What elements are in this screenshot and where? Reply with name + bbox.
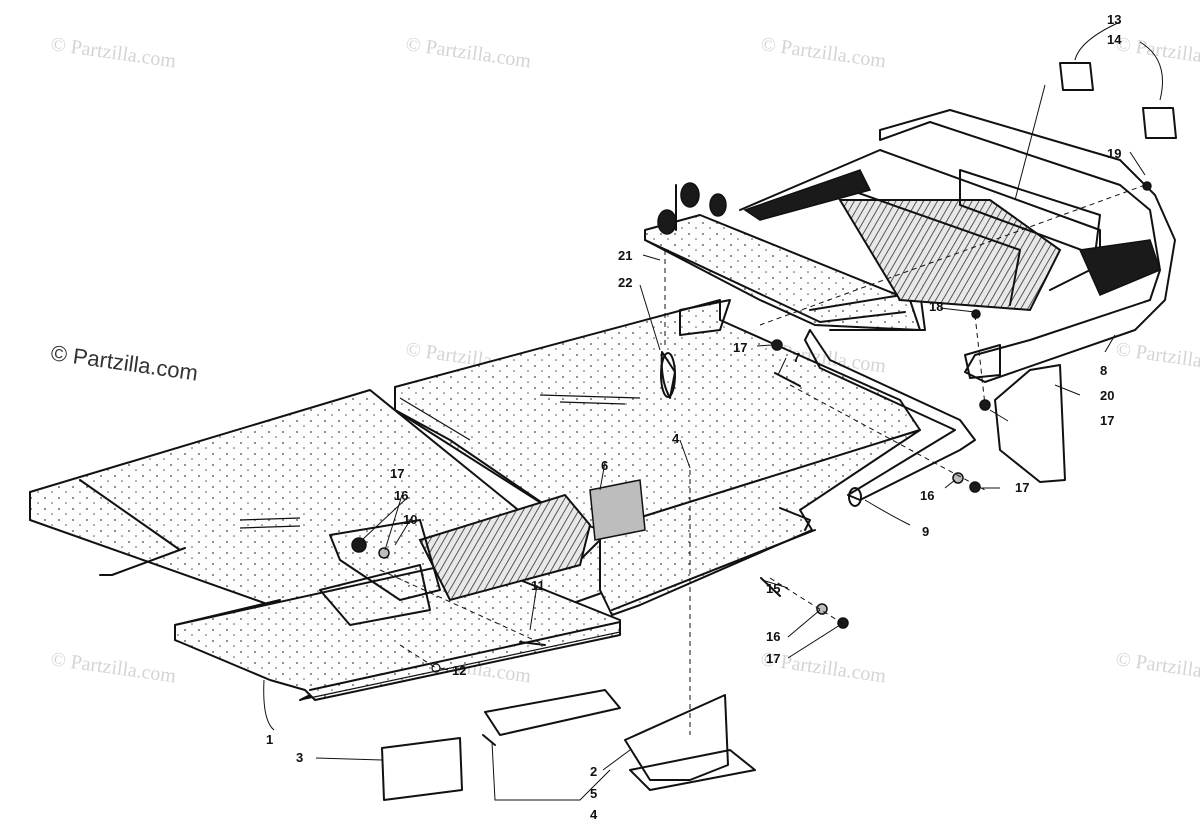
watermark: © Partzilla.com (1114, 33, 1200, 72)
callout-5: 5 (590, 786, 597, 801)
callout-17: 17 (766, 651, 780, 666)
callout-17: 17 (1015, 480, 1029, 495)
callout-10: 10 (403, 512, 417, 527)
callout-8: 8 (1100, 363, 1107, 378)
small-parts (351, 62, 1177, 801)
callout-3: 3 (296, 750, 303, 765)
callouts: 1 2 3 4 4 5 6 7 8 9 10 11 12 13 14 15 16… (266, 12, 1122, 822)
callout-15: 15 (766, 581, 780, 596)
callout-22: 22 (618, 275, 632, 290)
callout-18: 18 (929, 299, 943, 314)
callout-13: 13 (1107, 12, 1121, 27)
reflector-13 (1059, 62, 1094, 91)
callout-16: 16 (766, 629, 780, 644)
callout-19: 19 (1107, 146, 1121, 161)
callout-16: 16 (394, 488, 408, 503)
callout-20: 20 (1100, 388, 1114, 403)
callout-7: 7 (793, 350, 800, 365)
callout-17: 17 (390, 466, 404, 481)
callout-14: 14 (1107, 32, 1122, 47)
mud-flap (660, 351, 676, 399)
callout-2: 2 (590, 764, 597, 779)
watermark: © Partzilla.com (1114, 338, 1200, 377)
leader-lines (263, 21, 1163, 801)
watermark: © Partzilla.com (759, 33, 888, 72)
watermark: © Partzilla.com (404, 33, 533, 72)
reflector-14 (1142, 107, 1177, 139)
alignment-lines (379, 184, 1146, 735)
callout-1: 1 (266, 732, 273, 747)
watermark: © Partzilla.com (49, 648, 178, 687)
callout-6: 6 (601, 458, 608, 473)
watermark: © Partzilla.com (49, 33, 178, 72)
callout-4: 4 (590, 807, 598, 822)
callout-21: 21 (618, 248, 632, 263)
tunnel-assembly (29, 299, 921, 701)
callout-9: 9 (922, 524, 929, 539)
callout-11: 11 (531, 578, 545, 593)
callout-4: 4 (672, 431, 680, 446)
callout-17: 17 (1100, 413, 1114, 428)
callout-12: 12 (452, 663, 466, 678)
plate-5 (484, 689, 621, 736)
callout-16: 16 (920, 488, 934, 503)
watermark-main: © Partzilla.com (49, 340, 199, 385)
running-board-right (599, 429, 921, 616)
bracket-2 (624, 694, 729, 781)
callout-17: 17 (733, 340, 747, 355)
rear-bumper-assembly (644, 109, 1176, 507)
plate-3 (381, 737, 463, 801)
watermark: © Partzilla.com (1114, 648, 1200, 687)
